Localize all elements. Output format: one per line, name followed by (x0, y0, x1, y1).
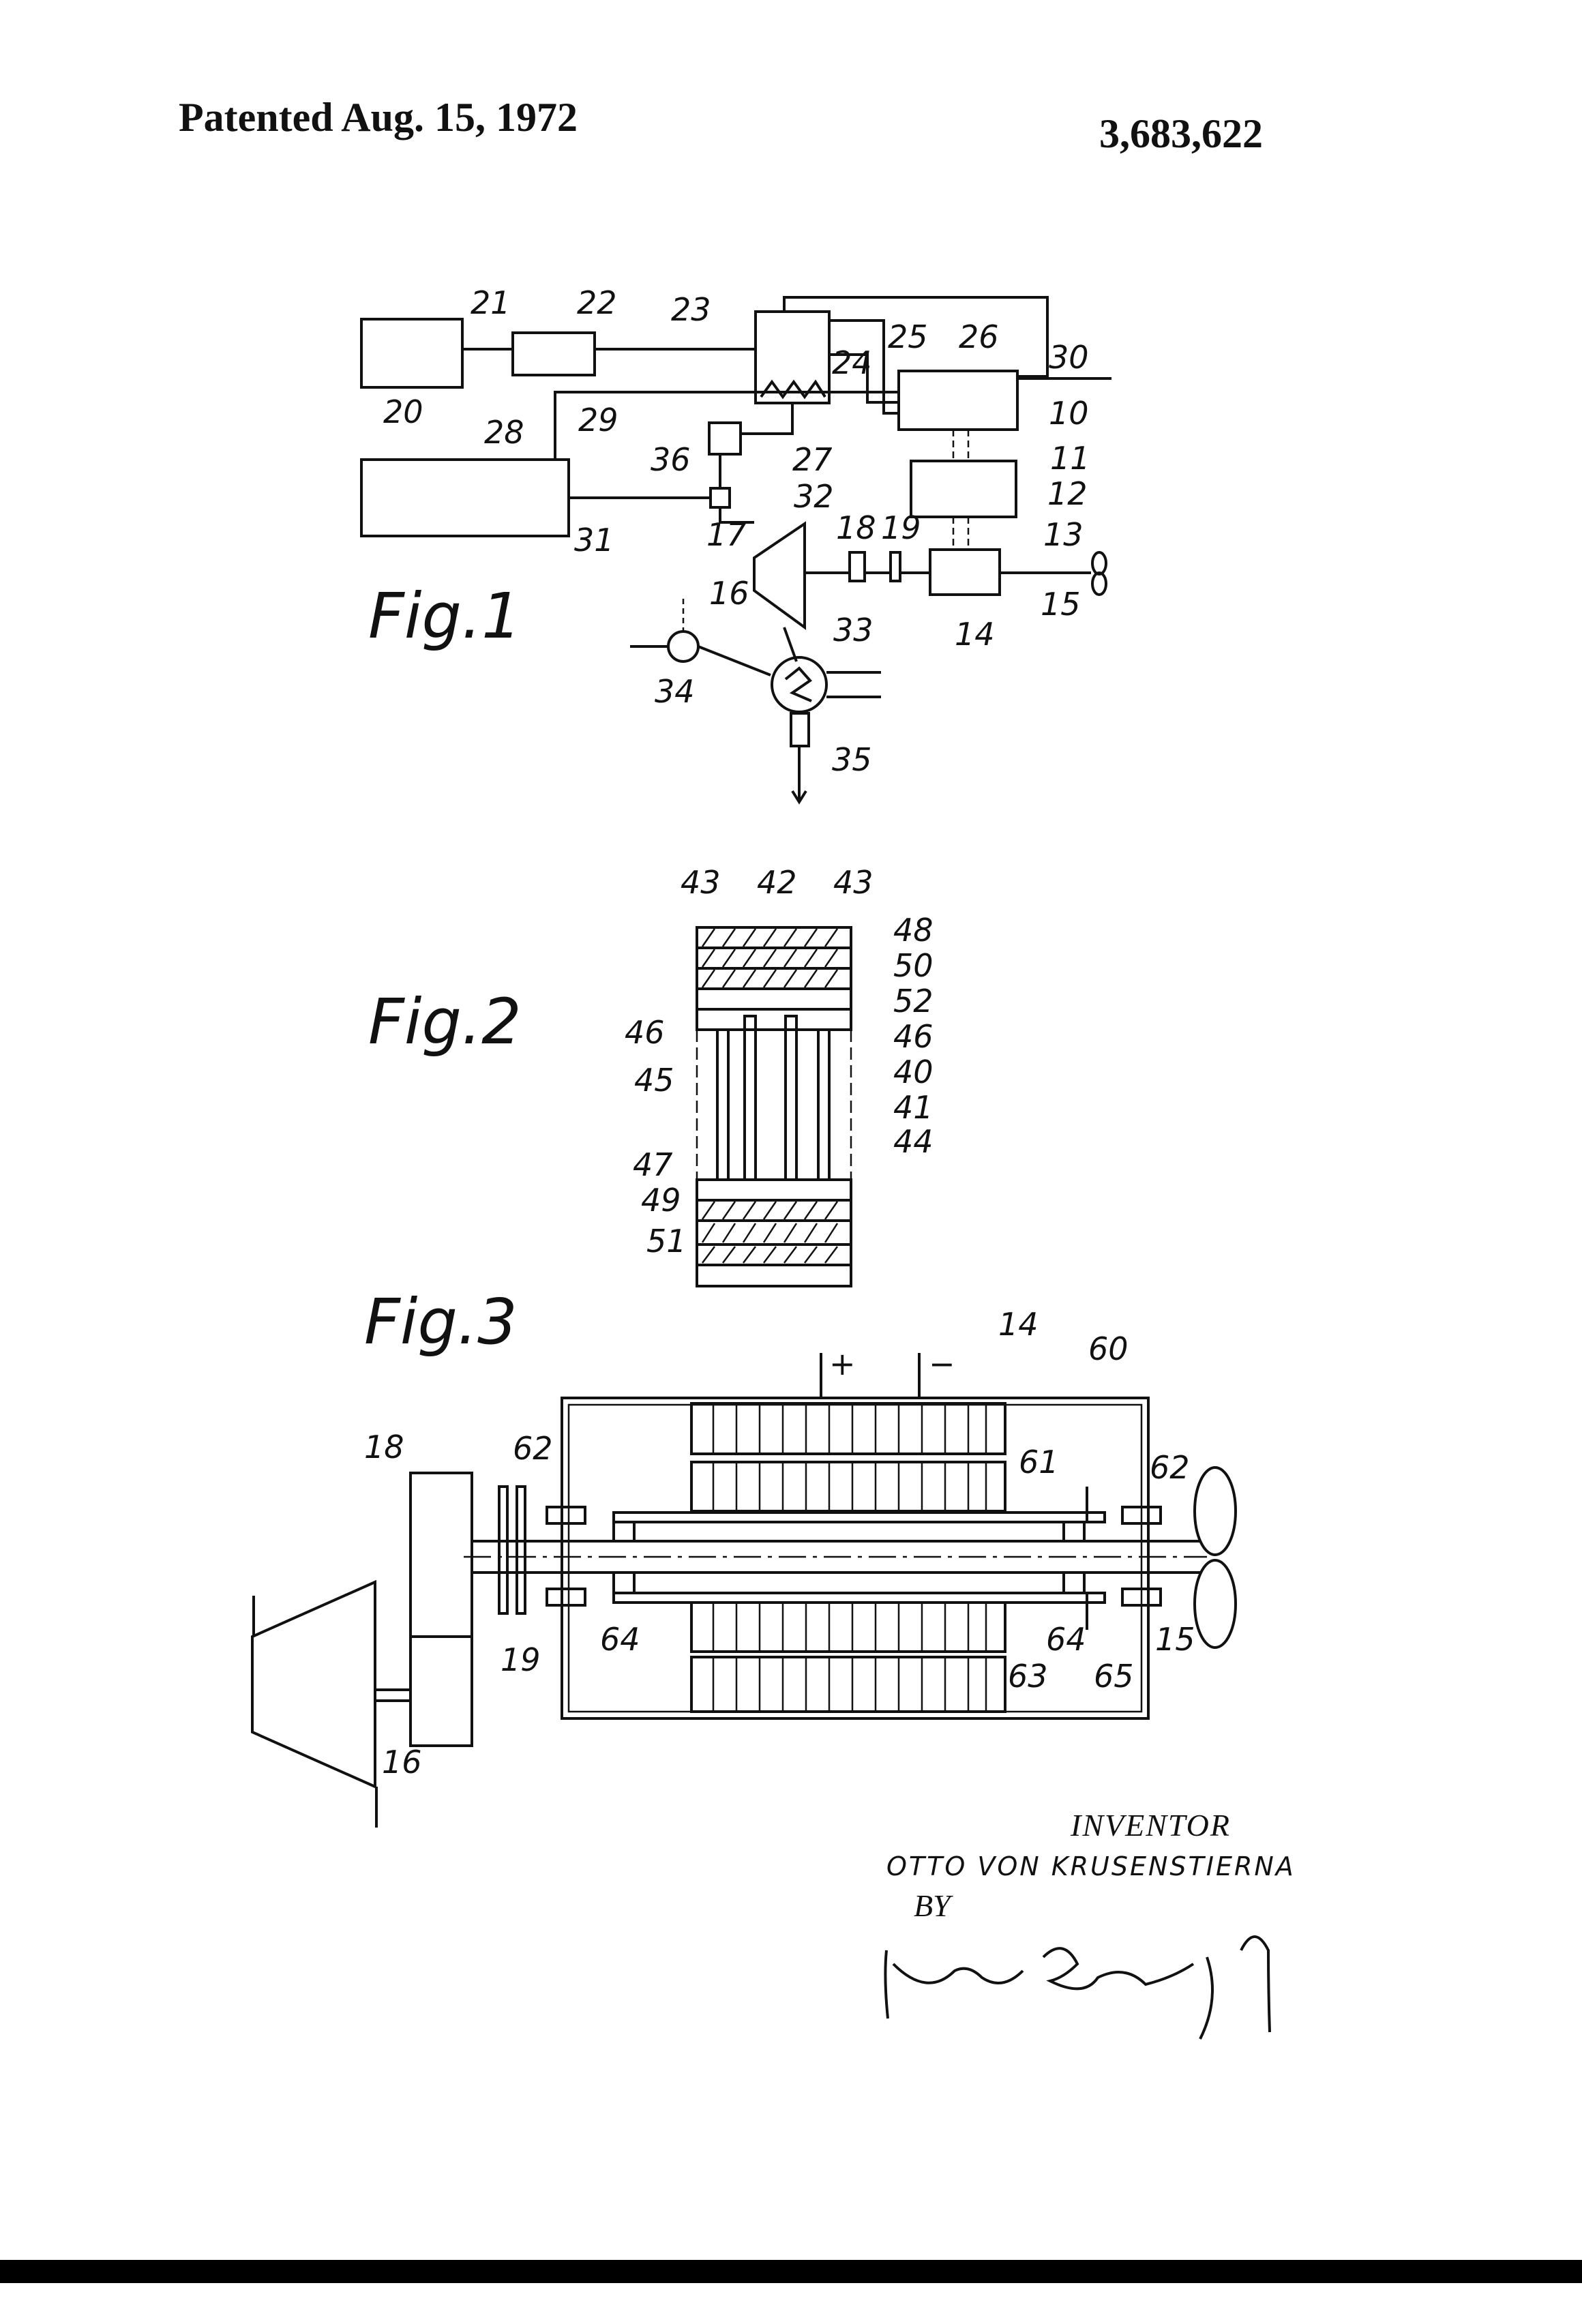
reference-label: 64 (1046, 1621, 1086, 1658)
reference-label: 49 (641, 1182, 681, 1219)
propeller-15 (1195, 1468, 1236, 1555)
reference-label: 23 (671, 291, 711, 328)
reference-label: 50 (893, 947, 934, 984)
figure-3: Fig.3 (252, 1285, 1236, 1828)
reference-label: 52 (893, 983, 934, 1019)
block-12 (911, 461, 1016, 517)
reference-label: 31 (574, 522, 614, 558)
figure-1: Fig.1 (361, 284, 1111, 802)
turbine-16-fig3 (252, 1582, 375, 1787)
reference-label: 33 (833, 612, 874, 649)
reference-label: 42 (757, 864, 797, 901)
reference-label: 27 (792, 441, 833, 478)
reference-label: 13 (1043, 516, 1084, 553)
reference-label: 45 (634, 1062, 674, 1099)
turbine-16 (754, 524, 805, 627)
reference-label: 62 (513, 1430, 553, 1467)
reference-label: 44 (893, 1123, 934, 1160)
reference-label: 15 (1155, 1621, 1195, 1658)
block-36 (709, 423, 741, 454)
reference-label: 41 (893, 1089, 934, 1126)
reference-label: 28 (484, 414, 524, 451)
condenser-33 (772, 657, 826, 712)
block-18 (850, 552, 865, 581)
reference-label: 17 (706, 516, 747, 553)
block-22 (513, 333, 595, 375)
reference-label: 60 (1088, 1330, 1129, 1367)
scan-edge-bar (0, 2260, 1582, 2283)
reference-label: 34 (655, 673, 695, 710)
reference-label: 36 (651, 441, 691, 478)
reference-label: 18 (836, 509, 876, 546)
reference-label: 61 (1019, 1444, 1059, 1480)
heater-coil (761, 382, 825, 397)
reference-label: 46 (893, 1018, 934, 1055)
reference-label: 35 (832, 741, 872, 778)
block-20 (361, 319, 462, 387)
reference-label: 40 (893, 1054, 934, 1090)
reference-label: 51 (646, 1223, 687, 1260)
reference-label: 30 (1049, 339, 1089, 376)
reference-label: 24 (832, 344, 872, 381)
reference-label: 11 (1050, 440, 1090, 477)
reference-label: + (829, 1345, 856, 1382)
reference-label: 15 (1041, 586, 1081, 623)
pump-34 (668, 631, 698, 661)
reference-label: 19 (501, 1641, 541, 1678)
reference-label: 47 (633, 1146, 673, 1183)
attorney-signature (885, 1937, 1270, 2039)
reference-label: 29 (578, 402, 618, 438)
fig1-title: Fig.1 (368, 580, 522, 653)
block-28 (361, 460, 569, 536)
reference-label: 12 (1047, 475, 1088, 512)
reference-label: − (929, 1345, 955, 1382)
reference-label: 21 (471, 284, 511, 321)
reference-label: 19 (881, 509, 921, 546)
reference-label: 20 (383, 393, 423, 430)
block-14 (930, 550, 1000, 595)
reference-label: 10 (1049, 395, 1089, 432)
by-label: BY (914, 1888, 951, 1924)
reference-label: 16 (709, 575, 749, 612)
reference-label: 63 (1008, 1658, 1048, 1695)
reference-label: 25 (888, 318, 928, 355)
housing-60 (562, 1398, 1148, 1718)
reference-label: 46 (625, 1014, 665, 1051)
reference-label: 14 (998, 1306, 1039, 1343)
reference-label: 14 (955, 616, 995, 653)
fig2-title: Fig.2 (368, 985, 522, 1058)
reference-label: 18 (364, 1429, 404, 1465)
reference-label: 62 (1150, 1449, 1190, 1486)
reference-label: 32 (794, 478, 834, 515)
reference-label: 48 (893, 912, 934, 949)
reference-label: 22 (577, 284, 617, 321)
block-17 (711, 488, 730, 507)
reference-label: 26 (959, 318, 999, 355)
inventor-name: OTTO VON KRUSENSTIERNA (886, 1851, 1296, 1881)
reference-label: 64 (600, 1621, 640, 1658)
figure-2: Fig.2 43 42 43 48 50 (368, 864, 934, 1286)
reference-label: 43 (681, 864, 721, 901)
block-19 (891, 552, 900, 581)
reference-label: 65 (1094, 1658, 1134, 1695)
reference-label: 43 (833, 864, 874, 901)
fig3-title: Fig.3 (364, 1285, 518, 1358)
reference-label: 16 (382, 1744, 422, 1781)
gearbox-18 (411, 1473, 472, 1746)
block-10 (899, 371, 1017, 430)
inventor-heading: INVENTOR (1071, 1807, 1231, 1843)
